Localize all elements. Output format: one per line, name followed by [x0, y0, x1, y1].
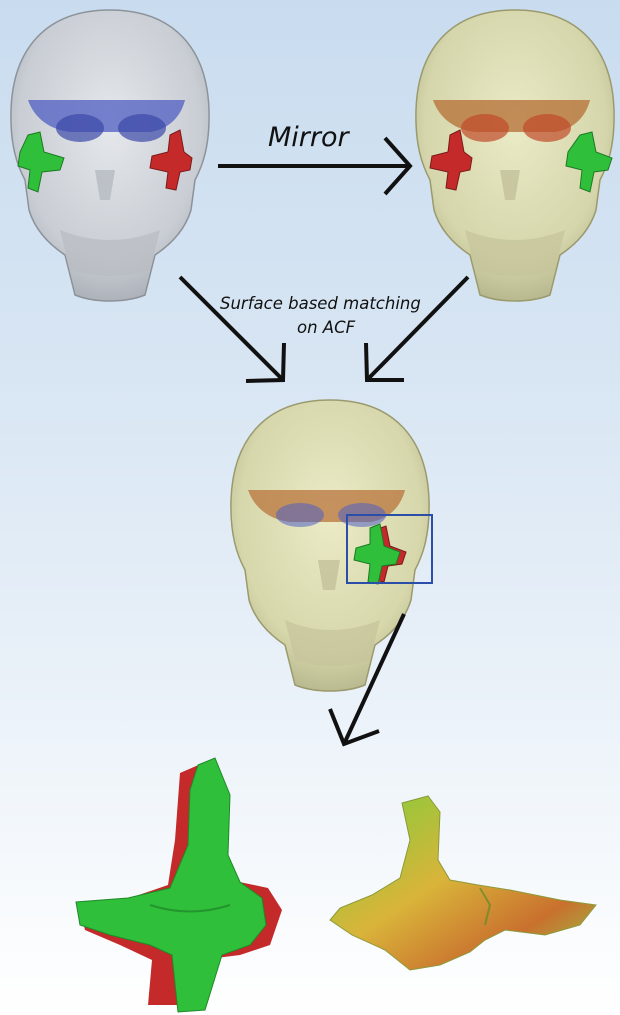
matching-label-line1: Surface based matching: [220, 294, 421, 313]
bone-overlay-render: [76, 758, 282, 1012]
mirror-label: Mirror: [268, 122, 349, 153]
original-skull: [11, 10, 209, 301]
mirrored-skull: [416, 10, 614, 301]
bone-heatmap-render: [330, 796, 596, 970]
matched-skull: [231, 400, 432, 691]
right-arrow-icon: [366, 277, 468, 380]
left-arrow-icon: [180, 277, 284, 381]
matching-label-line2: on ACF: [297, 318, 355, 337]
